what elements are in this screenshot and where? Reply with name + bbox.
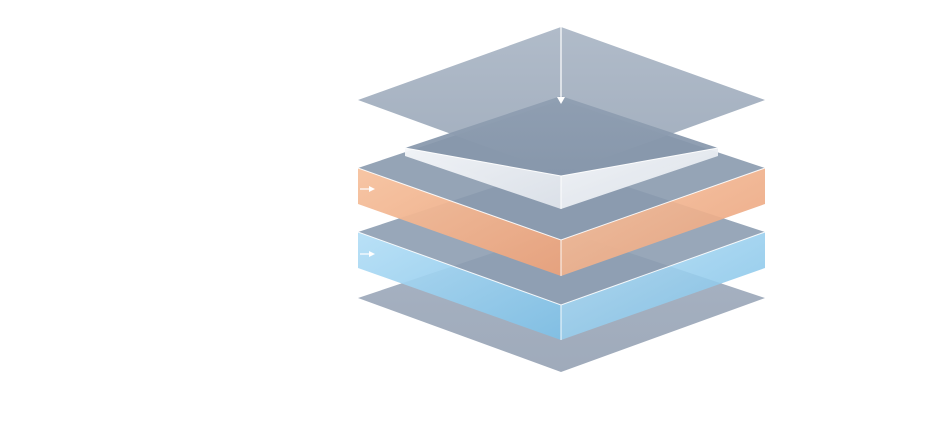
down-arrow [557, 27, 565, 104]
orange-side-arrow [360, 186, 375, 192]
blue-side-arrow [360, 251, 375, 257]
